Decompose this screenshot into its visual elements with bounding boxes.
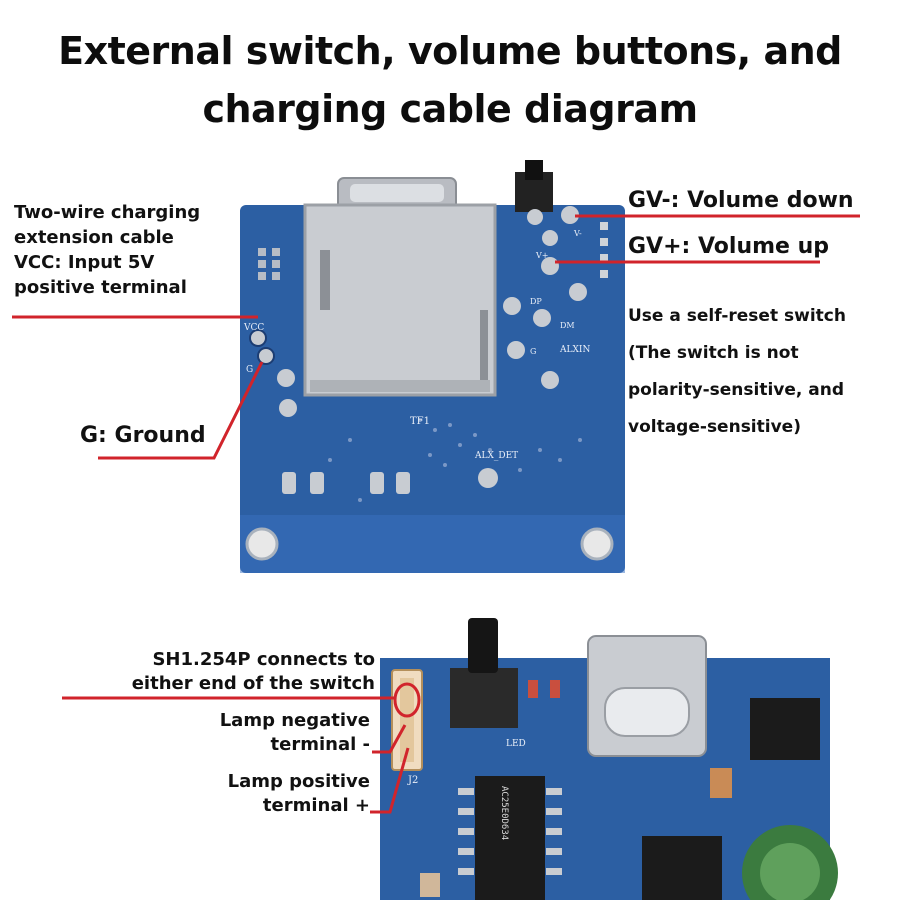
silk-chip-code: AC25E0D634: [499, 786, 509, 840]
label-charging-line-3: VCC: Input 5V: [14, 250, 200, 275]
gv-minus-pad: [561, 206, 579, 224]
label-lamp-negative-line-1: Lamp negative: [170, 709, 370, 733]
label-volume-up: GV+: Volume up: [628, 234, 829, 259]
title-line-2: charging cable diagram: [0, 80, 900, 138]
label-switch-line-2: (The switch is not: [628, 335, 846, 372]
label-lamp-positive-line-1: Lamp positive: [170, 770, 370, 794]
label-charging-line-1: Two-wire charging: [14, 200, 200, 225]
silk-dp: DP: [530, 297, 542, 306]
label-lamp-positive-line-2: terminal +: [170, 794, 370, 818]
silk-j2: J2: [407, 775, 418, 786]
label-switch-line-1: Use a self-reset switch: [628, 298, 846, 335]
label-switch-line-3: polarity-sensitive, and: [628, 372, 846, 409]
label-switch-line-4: voltage-sensitive): [628, 409, 846, 446]
silk-tf1: TF1: [410, 416, 430, 427]
label-charging-line-2: extension cable: [14, 225, 200, 250]
silk-alx-det: ALX_DET: [474, 451, 518, 461]
silk-v-minus: V-: [573, 229, 582, 238]
diagram-title: External switch, volume buttons, and cha…: [0, 22, 900, 138]
silk-g: G: [246, 365, 253, 375]
label-connector-line-1: SH1.254P connects to: [105, 648, 375, 672]
label-connector-line-2: either end of the switch: [105, 672, 375, 696]
bottom-main-ic: [475, 776, 545, 900]
g-pad: [258, 348, 274, 364]
label-lamp-negative: Lamp negative terminal -: [170, 709, 370, 757]
mount-hole-right: [582, 529, 612, 559]
label-ground: G: Ground: [80, 423, 206, 448]
mount-hole-left: [247, 529, 277, 559]
silk-dm: DM: [560, 321, 575, 330]
label-charging-cable: Two-wire charging extension cable VCC: I…: [14, 200, 200, 300]
title-line-1: External switch, volume buttons, and: [0, 22, 900, 80]
label-switch-note: Use a self-reset switch (The switch is n…: [628, 298, 846, 446]
bottom-chip-right: [750, 698, 820, 760]
silk-vcc: VCC: [243, 323, 264, 333]
label-charging-line-4: positive terminal: [14, 275, 200, 300]
silk-alxin: ALXIN: [559, 345, 590, 355]
label-volume-down: GV-: Volume down: [628, 188, 854, 213]
silk-led: LED: [506, 739, 526, 749]
top-board: VCC G TF1 ALX_DET ALXIN DP DM V- V+ G: [230, 160, 630, 575]
silk-v-plus: V+: [535, 251, 548, 260]
label-connector: SH1.254P connects to either end of the s…: [105, 648, 375, 696]
silk-g2: G: [530, 347, 536, 356]
label-lamp-negative-line-2: terminal -: [170, 733, 370, 757]
bottom-board: J2 LED AC25E0D634: [380, 618, 840, 900]
bottom-switch: [450, 668, 518, 728]
tf-card-slot: [305, 205, 495, 395]
label-lamp-positive: Lamp positive terminal +: [170, 770, 370, 818]
